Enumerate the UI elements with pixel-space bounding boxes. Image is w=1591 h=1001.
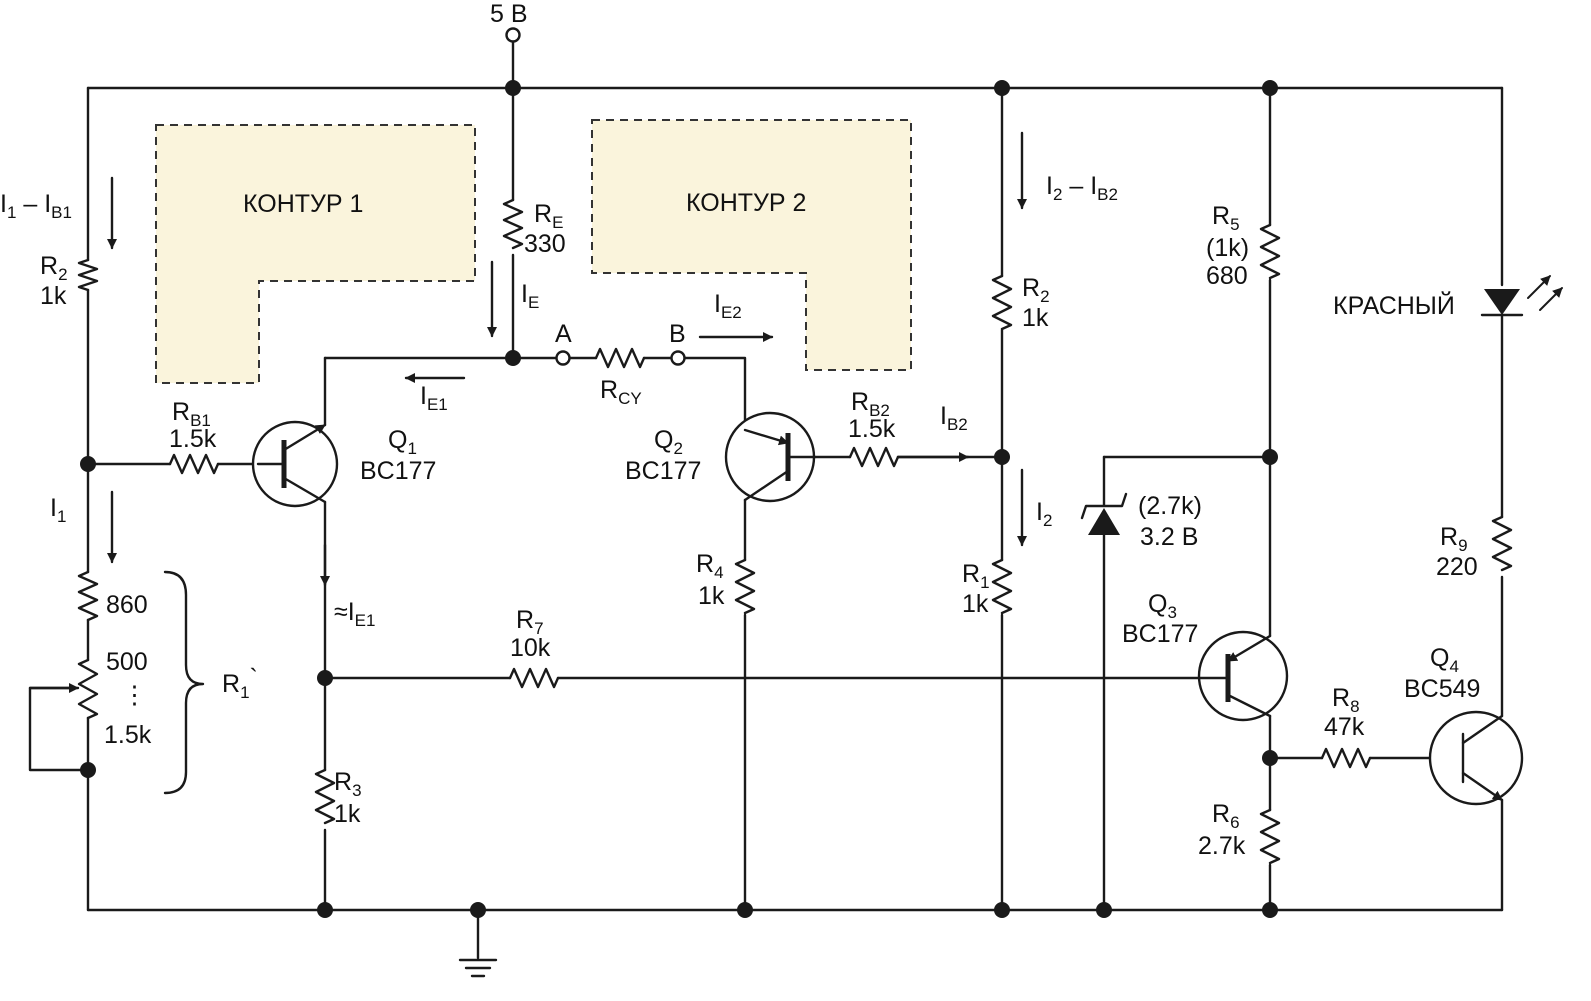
rcy-label: RCY: [600, 376, 642, 408]
q3-part: BC177: [1122, 620, 1198, 648]
current-arrows: [107, 131, 1027, 587]
resistor-r6-icon: [1259, 808, 1281, 865]
resistor-860-icon: [77, 570, 99, 622]
resistor-r2-right-icon: [991, 274, 1013, 331]
rb2-label: RB2: [851, 388, 890, 420]
q1-part: BC177: [360, 457, 436, 485]
current-i1-minus-ib1-label: I1 – IB1: [0, 190, 72, 222]
junction-dots: [80, 80, 1278, 918]
current-approx-ie1-label: ≈IE1: [334, 598, 375, 630]
r2-right-value: 1k: [1022, 304, 1049, 332]
resistor-r1-icon: [991, 558, 1013, 615]
r9-label: R9: [1440, 523, 1468, 555]
r1-label: R1: [962, 560, 990, 592]
potentiometer-icon: [28, 658, 99, 720]
r7-label: R7: [516, 606, 544, 638]
rb1-value: 1.5k: [169, 425, 217, 453]
r1p-dots: ⋮: [122, 681, 147, 709]
r4-value: 1k: [698, 582, 725, 610]
resistor-r9-icon: [1491, 515, 1513, 572]
node-b-terminal: [670, 350, 686, 366]
r5-label: R5: [1212, 202, 1240, 234]
resistor-re-icon: [502, 198, 524, 250]
r1-prime-brace: [163, 570, 205, 795]
r1p-group-label: R1`: [222, 664, 258, 702]
zone-1-region: [155, 124, 476, 384]
r8-label: R8: [1332, 684, 1360, 716]
r1p-pot-max: 1.5k: [104, 721, 152, 749]
node-b-label: B: [669, 320, 686, 348]
q1-label: Q1: [388, 426, 417, 458]
resistor-r7-icon: [508, 667, 560, 689]
current-i1-label: I1: [50, 494, 66, 526]
node-a-terminal: [555, 350, 571, 366]
resistor-rcy-icon: [594, 347, 646, 369]
led-label: КРАСНЫЙ: [1333, 290, 1455, 320]
supply-label: 5 В: [490, 0, 528, 28]
r6-value: 2.7k: [1198, 832, 1246, 860]
rb1-label: RB1: [172, 398, 211, 430]
r6-label: R6: [1212, 800, 1240, 832]
transistor-q4-icon: [1428, 710, 1524, 806]
r3-value: 1k: [334, 800, 361, 828]
zener-alt-value: (2.7k): [1138, 492, 1202, 520]
r3-label: R3: [334, 768, 362, 800]
r4-label: R4: [696, 550, 724, 582]
zener-value: 3.2 В: [1140, 523, 1198, 551]
r2-left-value: 1k: [40, 282, 67, 310]
resistor-rb2-icon: [848, 446, 900, 468]
zone-2-region: [591, 119, 912, 371]
r2-right-label: R2: [1022, 274, 1050, 306]
resistor-r3-icon: [314, 768, 336, 825]
re-value: 330: [524, 230, 566, 258]
current-ie1-label: IE1: [420, 382, 448, 414]
current-ib2-label: IB2: [940, 402, 968, 434]
r5-value: 680: [1206, 262, 1248, 290]
wires: [28, 40, 1504, 960]
r2-left-label: R2: [40, 252, 68, 284]
q2-label: Q2: [654, 426, 683, 458]
current-i2-minus-ib2-label: I2 – IB2: [1046, 172, 1118, 204]
q2-part: BC177: [625, 457, 701, 485]
transistor-q2-icon: [724, 411, 817, 503]
resistor-r4-icon: [734, 558, 756, 615]
r5-alt-value: (1k): [1206, 234, 1249, 262]
r7-value: 10k: [510, 634, 551, 662]
q4-label: Q4: [1430, 644, 1459, 676]
rb2-value: 1.5k: [848, 415, 896, 443]
resistor-r2-left-icon: [77, 258, 99, 292]
supply-terminal: [505, 27, 521, 43]
current-i2-label: I2: [1036, 498, 1052, 530]
resistor-r5-icon: [1259, 223, 1281, 280]
r8-value: 47k: [1324, 713, 1365, 741]
transistor-q3-icon: [1197, 630, 1289, 722]
resistor-rb1-icon: [168, 453, 220, 475]
transistor-q1-icon: [251, 420, 339, 508]
r1-value: 1k: [962, 590, 989, 618]
zone-1-label: КОНТУР 1: [243, 190, 363, 218]
r1p-pot-min: 500: [106, 648, 148, 676]
r9-value: 220: [1436, 553, 1478, 581]
q4-part: BC549: [1404, 675, 1480, 703]
re-label: RE: [534, 200, 563, 232]
current-ie-label: IE: [521, 280, 539, 312]
zone-2-label: КОНТУР 2: [686, 189, 806, 217]
resistor-r8-icon: [1320, 747, 1372, 769]
zener-diode-icon: [1080, 492, 1128, 535]
ground-icon: [458, 958, 498, 978]
r1p-fixed-value: 860: [106, 591, 148, 619]
node-a-label: A: [555, 320, 572, 348]
led-icon: [1480, 275, 1563, 317]
q3-label: Q3: [1148, 590, 1177, 622]
current-ie2-label: IE2: [714, 290, 742, 322]
